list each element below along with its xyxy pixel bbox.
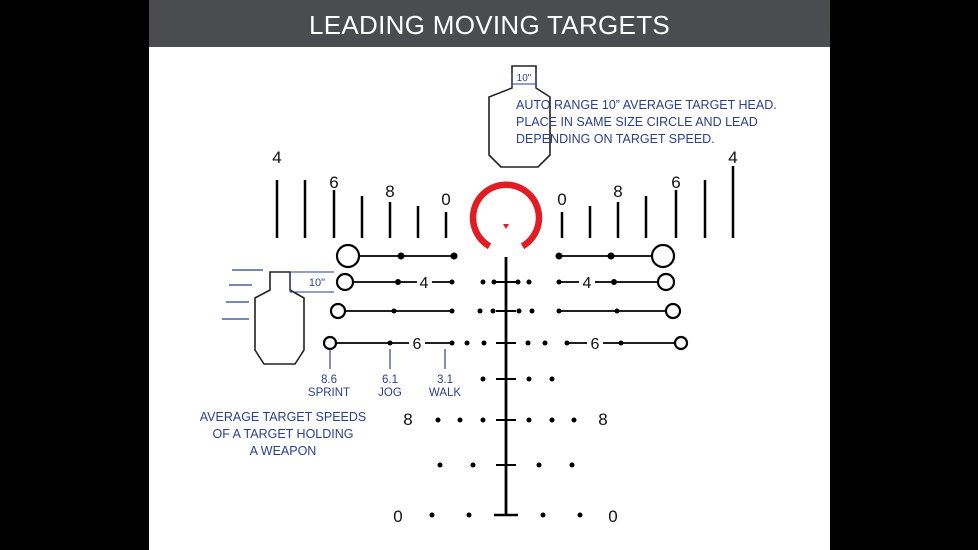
speeds-note-line3: A WEAPON — [250, 444, 317, 458]
left-lead-label-6: 6 — [413, 336, 422, 353]
auto-range-note-line3: DEPENDING ON TARGET SPEED. — [516, 132, 715, 146]
head-target-silhouette: 10" — [488, 65, 551, 168]
right-stadia-label-0: 0 — [557, 190, 566, 209]
speed-jog-value: 6.1 — [382, 374, 398, 386]
right-lead-dots — [555, 252, 624, 346]
target-width-label: 10" — [309, 277, 325, 289]
drop-label-8-left: 8 — [403, 410, 412, 429]
right-stadia-ticks — [560, 166, 735, 238]
speeds-note-line1: AVERAGE TARGET SPEEDS — [200, 410, 367, 424]
left-stadia-ticks — [275, 180, 448, 238]
left-lead-label-4: 4 — [420, 275, 429, 292]
motion-lines — [222, 269, 263, 320]
left-lead-lines — [322, 243, 454, 351]
speed-walk-value: 3.1 — [437, 374, 453, 386]
left-stadia-label-4: 4 — [272, 148, 281, 167]
moving-target-silhouette: 10" — [222, 269, 334, 365]
speeds-note-line2: OF A TARGET HOLDING — [212, 427, 353, 441]
speed-jog-label: JOG — [378, 387, 402, 399]
drop-label-0-right: 0 — [608, 507, 617, 526]
left-stadia-label-6: 6 — [329, 173, 338, 192]
reticle-diagram: 10" AUTO RANGE 10” AVERAGE TARGET HEAD. … — [200, 65, 777, 526]
auto-range-note-line2: PLACE IN SAME SIZE CIRCLE AND LEAD — [516, 115, 758, 129]
slide: LEADING MOVING TARGETS 10" AUTO RANGE 10… — [149, 0, 830, 550]
left-lead-dots — [387, 252, 458, 346]
speed-sprint-label: SPRINT — [308, 387, 350, 399]
speed-markers — [329, 349, 446, 369]
drop-label-0-left: 0 — [393, 507, 402, 526]
vertical-post — [494, 257, 518, 517]
center-chevron-icon — [503, 224, 509, 229]
holdover-dots — [429, 279, 583, 518]
left-stadia-label-8: 8 — [385, 182, 394, 201]
right-stadia-label-6: 6 — [671, 173, 680, 192]
auto-range-note-line1: AUTO RANGE 10” AVERAGE TARGET HEAD. — [516, 98, 777, 112]
head-size-label: 10" — [517, 73, 532, 84]
right-stadia-label-8: 8 — [613, 182, 622, 201]
slide-title: LEADING MOVING TARGETS — [149, 0, 830, 47]
right-lead-label-6: 6 — [591, 336, 600, 353]
speed-sprint-value: 8.6 — [321, 374, 337, 386]
right-lead-label-4: 4 — [583, 275, 592, 292]
red-horseshoe — [469, 181, 543, 250]
drop-label-8-right: 8 — [598, 410, 607, 429]
left-stadia-label-0: 0 — [441, 190, 450, 209]
speed-walk-label: WALK — [429, 387, 461, 399]
right-stadia-label-4: 4 — [728, 148, 737, 167]
right-lead-lines — [559, 243, 689, 351]
